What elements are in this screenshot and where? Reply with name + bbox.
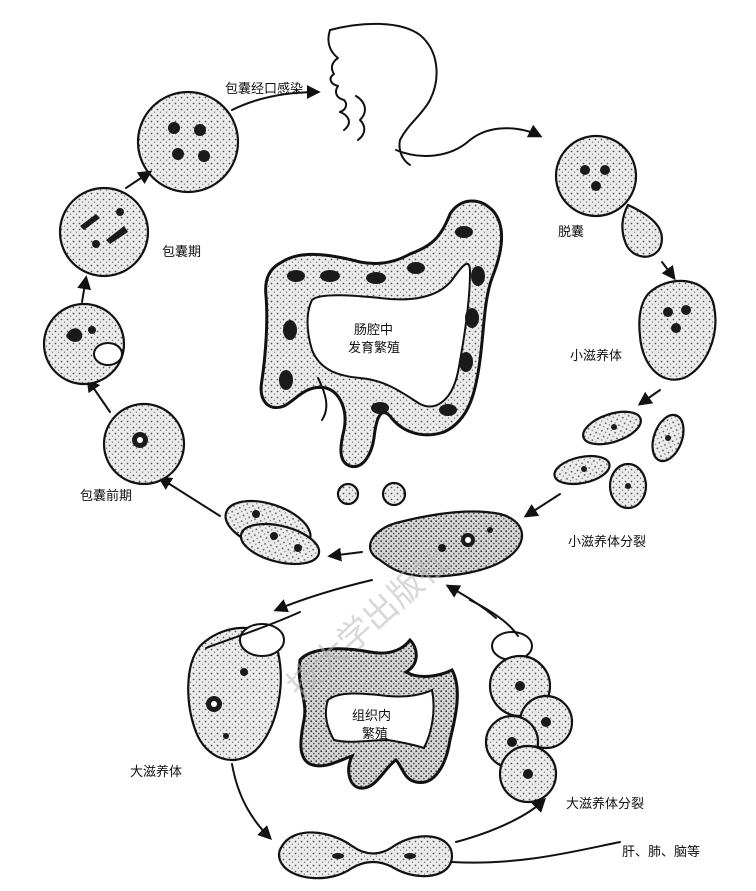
human-head-profile — [328, 24, 540, 165]
large-trophozoite-cell — [188, 624, 284, 760]
mature-cyst-top — [138, 92, 238, 192]
label-intestinal-lumen-line2: 发育繁殖 — [348, 340, 400, 356]
small-trophozoite-division-cluster — [552, 405, 689, 508]
binucleate-cyst — [60, 188, 148, 276]
label-precyst-stage: 包囊前期 — [80, 488, 132, 504]
label-intestinal-lumen-line1: 肠腔中 — [354, 323, 393, 338]
label-large-trophozoite: 大滋养体 — [130, 764, 182, 780]
precyst-dividing-pair — [219, 491, 323, 571]
large-trophozoite-division-cluster — [486, 632, 572, 802]
label-small-trophozoite: 小滋养体 — [570, 348, 622, 364]
excreted-cysts — [338, 483, 405, 505]
small-trophozoite-cell — [639, 281, 715, 380]
dividing-trophozoite-bottom — [279, 832, 452, 878]
label-excystation: 脱囊 — [558, 224, 584, 240]
label-organs: 肝、肺、脑等 — [622, 844, 700, 860]
label-small-trophozoite-division: 小滋养体分裂 — [568, 534, 646, 550]
label-tissue-line1: 组织内 — [352, 708, 391, 724]
label-large-trophozoite-division: 大滋养体分裂 — [566, 796, 644, 812]
uninucleate-cyst — [44, 304, 124, 384]
label-cyst-oral-infection: 包囊经口感染 — [225, 81, 303, 97]
precyst-cell — [104, 404, 184, 484]
label-cyst-stage: 包囊期 — [162, 244, 201, 260]
label-tissue-line2: 繁殖 — [362, 726, 388, 742]
